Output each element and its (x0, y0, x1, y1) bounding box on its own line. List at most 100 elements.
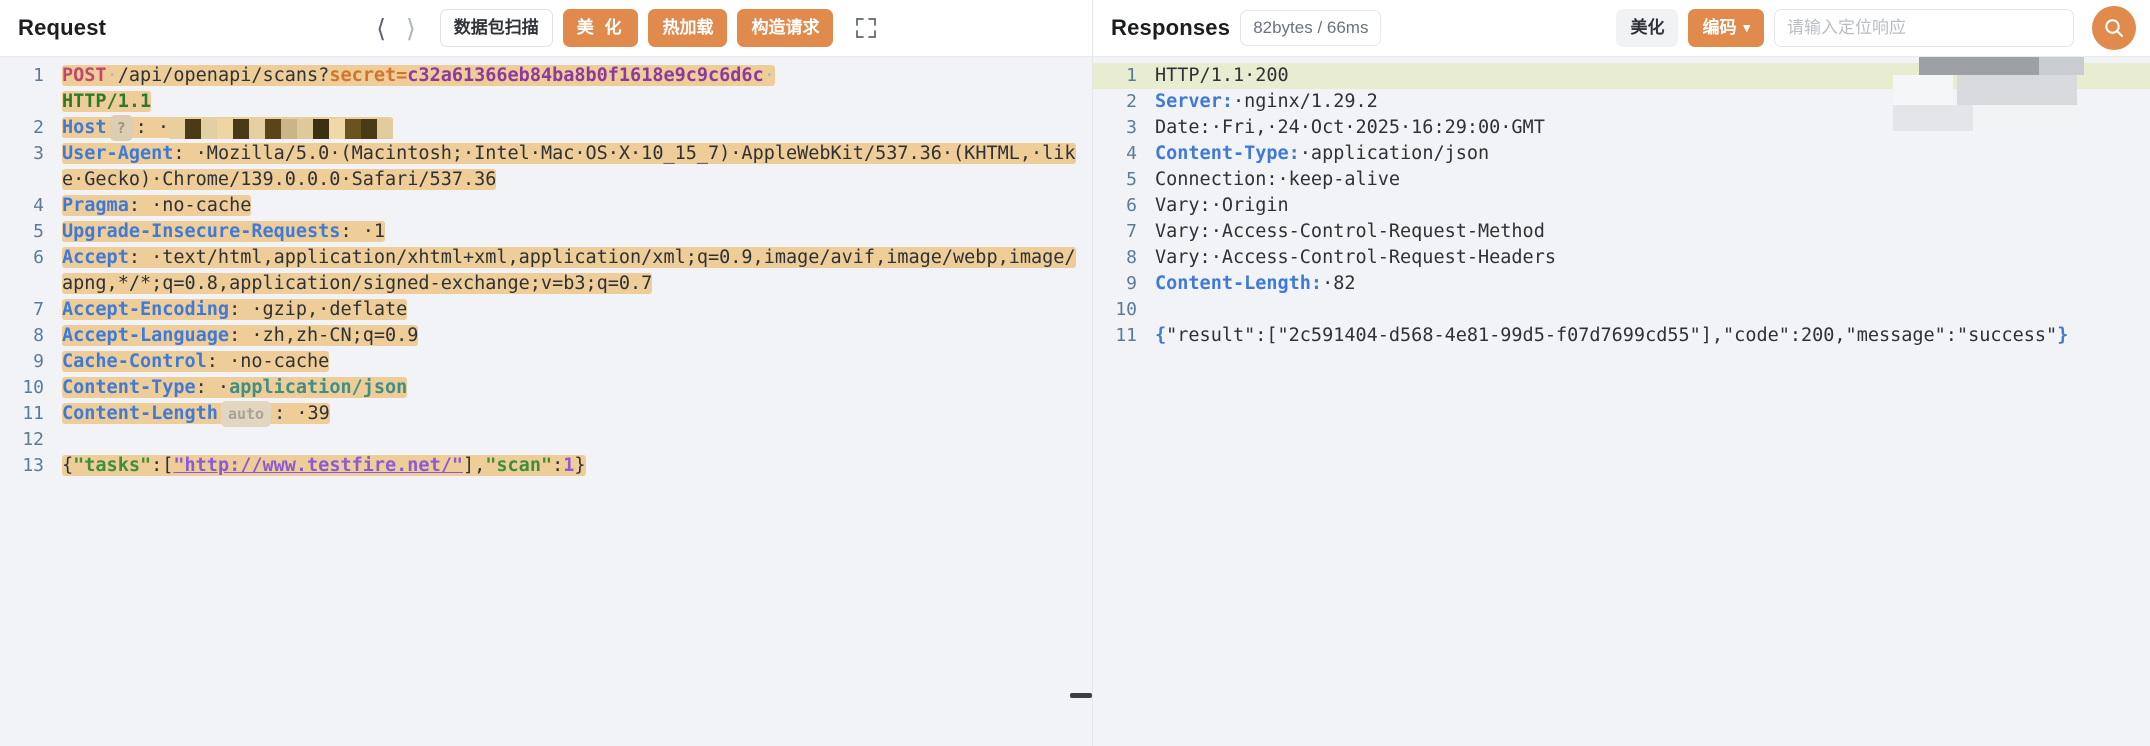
header-value-content-length: ·82 (1322, 273, 1356, 294)
code-line: 10 (1093, 297, 2150, 323)
line-content: Content-Type:·application/json (1155, 141, 2150, 167)
scroll-indicator[interactable] (1070, 693, 1092, 698)
header-name-user-agent: User-Agent (62, 143, 174, 164)
header-value-content-type: ·application/json (1299, 143, 1490, 164)
search-icon-button[interactable] (2092, 6, 2136, 50)
chevron-left-icon[interactable]: ⟨ (376, 13, 386, 43)
code-line: 3 Date:·Fri,·24·Oct·2025·16:29:00·GMT (1093, 115, 2150, 141)
header-name-content-length: Content-Length: (1155, 273, 1323, 294)
header-value-upgrade-insecure-requests: : ·1 (340, 221, 386, 242)
line-content: Cache-Control: ·no-cache (62, 349, 1092, 375)
code-line: 13 {"tasks":["http://www.testfire.net/"]… (0, 453, 1092, 479)
code-line: 9 Cache-Control: ·no-cache (0, 349, 1092, 375)
header-value-accept-language: : ·zh,zh-CN;q=0.9 (229, 325, 419, 346)
request-code-area[interactable]: 1 POST·/api/openapi/scans?secret=c32a613… (0, 57, 1092, 746)
header-name-content-type: Content-Type: (1155, 143, 1300, 164)
line-number: 8 (1126, 247, 1137, 268)
code-line: 10 Content-Type: ·application/json (0, 375, 1092, 401)
hot-reload-button[interactable]: 热加载 (648, 9, 728, 47)
space-dot: · (106, 65, 118, 86)
header-name-accept-language: Accept-Language (62, 325, 230, 346)
line-number: 13 (22, 455, 44, 476)
line-content: {"tasks":["http://www.testfire.net/"],"s… (62, 453, 1092, 479)
response-panel-title: Responses (1111, 15, 1231, 40)
line-number: 3 (1126, 117, 1137, 138)
line-content: Pragma: ·no-cache (62, 193, 1092, 219)
packet-scan-button[interactable]: 数据包扫描 (439, 9, 553, 47)
line-content: HTTP/1.1·200 (1155, 63, 2150, 89)
header-value-content-type: application/json (229, 377, 408, 398)
line-number: 4 (1126, 143, 1137, 164)
chevron-down-icon: ▾ (1743, 19, 1750, 35)
code-line: 2 Host?: · (0, 115, 1092, 141)
json-key-tasks: "tasks" (73, 455, 152, 476)
response-size-time-chip: 82bytes / 66ms (1240, 10, 1382, 46)
code-line: 9 Content-Length:·82 (1093, 271, 2150, 297)
beautify-button[interactable]: 美化 (1616, 9, 1679, 47)
encoding-dropdown[interactable]: 编码 ▾ (1688, 9, 1764, 47)
beautify-button[interactable]: 美 化 (562, 9, 639, 47)
header-value-user-agent: : ·Mozilla/5.0·(Macintosh;·Intel·Mac·OS·… (62, 143, 1076, 190)
header-value-server: ·nginx/1.29.2 (1232, 91, 1378, 112)
line-content: Upgrade-Insecure-Requests: ·1 (62, 219, 1092, 245)
header-vary-method: Vary:·Access-Control-Request-Method (1155, 221, 1545, 242)
line-number: 6 (33, 247, 44, 268)
line-number: 6 (1126, 195, 1137, 216)
http-version: HTTP/1.1 (62, 91, 152, 112)
line-content: Accept-Encoding: ·gzip,·deflate (62, 297, 1092, 323)
build-request-button[interactable]: 构造请求 (737, 9, 834, 47)
line-number: 5 (33, 221, 44, 242)
colon: : · (195, 377, 230, 398)
line-content: Content-Type: ·application/json (62, 375, 1092, 401)
line-number: 10 (1115, 299, 1137, 320)
line-number: 5 (1126, 169, 1137, 190)
header-value-cache-control: : ·no-cache (206, 351, 330, 372)
request-path: /api/openapi/scans? (117, 65, 330, 86)
line-number: 8 (33, 325, 44, 346)
line-content: Accept: ·text/html,application/xhtml+xml… (62, 245, 1092, 297)
response-toolbar: Responses 82bytes / 66ms 美化 编码 ▾ (1093, 0, 2150, 57)
header-vary-headers: Vary:·Access-Control-Request-Headers (1155, 247, 1556, 268)
line-content: Date:·Fri,·24·Oct·2025·16:29:00·GMT (1155, 117, 1545, 138)
header-name-cache-control: Cache-Control (62, 351, 207, 372)
request-panel: Request ⟨ ⟩ 数据包扫描 美 化 热加载 构造请求 1 (0, 0, 1093, 746)
code-line: 11 {"result":["2c591404-d568-4e81-99d5-f… (1093, 323, 2150, 349)
response-search-input[interactable] (1787, 18, 2061, 38)
line-number: 1 (33, 65, 44, 86)
header-connection: Connection:·keep-alive (1155, 169, 1401, 190)
response-http-version: HTTP/1.1 (1155, 65, 1245, 86)
expand-fullscreen-icon[interactable] (853, 15, 879, 41)
header-name-server: Server: (1155, 91, 1233, 112)
code-line: 1 POST·/api/openapi/scans?secret=c32a613… (0, 63, 1092, 115)
chevron-right-icon[interactable]: ⟩ (405, 13, 416, 43)
response-panel: Responses 82bytes / 66ms 美化 编码 ▾ 1 (1093, 0, 2150, 746)
code-line: 4 Pragma: ·no-cache (0, 193, 1092, 219)
json-punct: ], (462, 455, 486, 476)
header-value-accept-encoding: : ·gzip,·deflate (229, 299, 408, 320)
colon: : · (135, 117, 170, 138)
header-name-accept: Accept (62, 247, 129, 268)
json-value-url[interactable]: "http://www.testfire.net/" (173, 455, 463, 476)
json-brace-open: { (1155, 325, 1167, 346)
json-key-scan: "scan" (485, 455, 553, 476)
line-number: 9 (33, 351, 44, 372)
json-punct: :[ (151, 455, 174, 476)
line-content: POST·/api/openapi/scans?secret=c32a61366… (62, 63, 1092, 115)
query-param-name: secret= (329, 65, 408, 86)
header-name-pragma: Pragma (62, 195, 129, 216)
header-value-pragma: : ·no-cache (128, 195, 252, 216)
line-number: 3 (33, 143, 44, 164)
host-hint-badge[interactable]: ? (109, 115, 133, 141)
line-number: 2 (33, 117, 44, 138)
line-number: 4 (33, 195, 44, 216)
content-length-auto-badge[interactable]: auto (220, 401, 272, 427)
line-number: 2 (1126, 91, 1137, 112)
response-code-area[interactable]: 1 HTTP/1.1·200 2 Server:·nginx/1.29.2 3 … (1093, 57, 2150, 746)
line-number: 7 (1126, 221, 1137, 242)
response-search-box[interactable] (1774, 9, 2074, 47)
code-line: 12 (0, 427, 1092, 453)
code-line: 8 Accept-Language: ·zh,zh-CN;q=0.9 (0, 323, 1092, 349)
line-number: 7 (33, 299, 44, 320)
